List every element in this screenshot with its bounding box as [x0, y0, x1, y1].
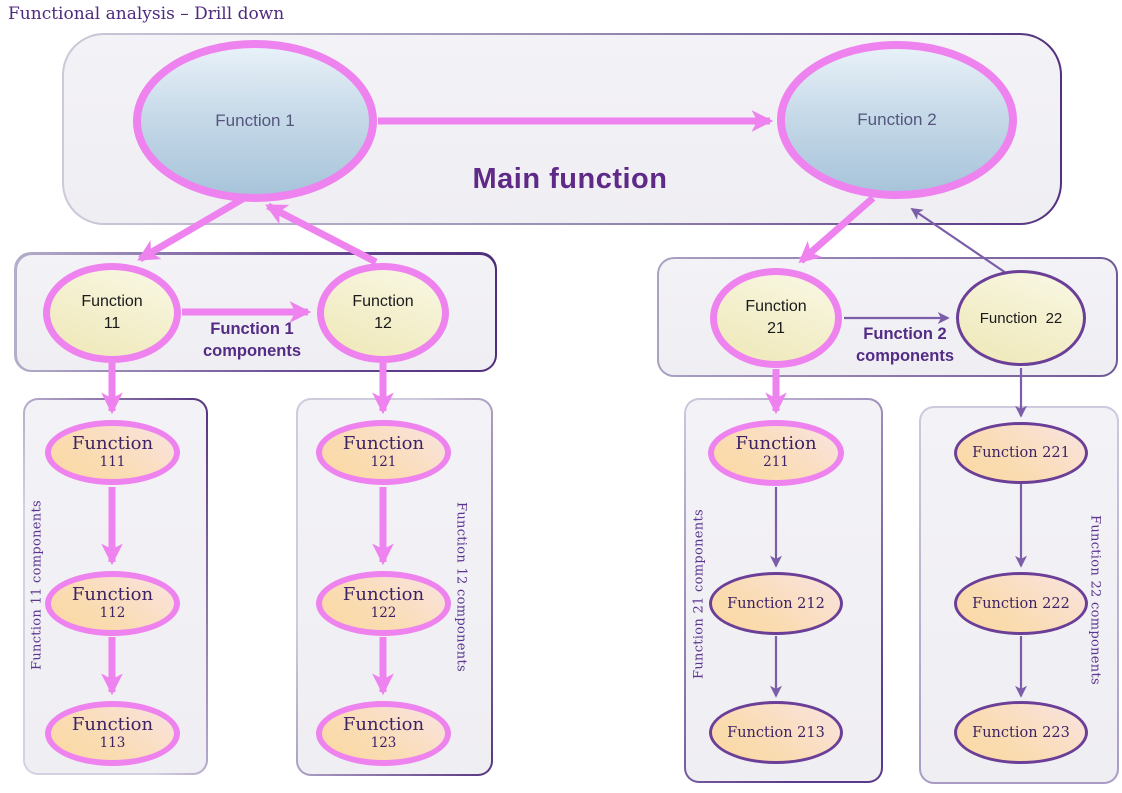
node-function-211-label-line2: 211 — [763, 454, 789, 471]
node-function-123: Function 123 — [316, 701, 451, 766]
node-function-223: Function 223 — [954, 701, 1088, 764]
node-function-211: Function 211 — [708, 420, 844, 486]
node-function-113-label-line2: 113 — [99, 734, 126, 751]
function22-components-side-label: Function 22 components — [1087, 515, 1103, 685]
node-function-221: Function 221 — [954, 422, 1088, 484]
node-function-211-label-line1: Function — [735, 433, 817, 455]
node-function-221-label: Function 221 — [972, 445, 1070, 461]
main-function-label: Main function — [472, 163, 668, 195]
node-function-111-label-line1: Function — [71, 432, 154, 454]
node-function-213: Function 213 — [709, 701, 843, 764]
node-function-121-label-line1: Function — [342, 432, 425, 454]
node-function-12: Function 12 — [317, 263, 449, 363]
function1-components-label-line2: components — [202, 341, 302, 360]
function11-components-side-label: Function 11 components — [29, 500, 45, 670]
arrow-f22-to-f2 — [910, 207, 1007, 274]
function2-components-label: Function 2 components — [810, 324, 1000, 368]
node-function-2-label: Function 2 — [857, 110, 937, 129]
node-function-113-label-line1: Function — [71, 713, 154, 735]
node-function-111: Function 111 — [45, 420, 180, 485]
node-function-21: Function 21 — [710, 268, 842, 368]
node-function-222: Function 222 — [954, 572, 1088, 635]
node-function-112-label-line1: Function — [71, 583, 154, 605]
node-function-121: Function 121 — [316, 420, 451, 485]
function2-components-label-line1: Function 2 — [863, 325, 947, 343]
diagram-title: Functional analysis – Drill down — [8, 4, 285, 24]
node-function-122: Function 122 — [316, 571, 451, 636]
node-function-21-label-line1: Function — [745, 297, 807, 315]
node-function-112-label-line2: 112 — [99, 604, 126, 621]
node-function-123-label-line1: Function — [342, 713, 425, 735]
function12-components-side-label: Function 12 components — [453, 502, 469, 672]
node-function-213-label: Function 213 — [727, 724, 825, 741]
node-function-12-label-line1: Function — [352, 292, 414, 310]
node-function-11: Function 11 — [43, 263, 181, 363]
function21-components-side-label: Function 21 components — [691, 509, 707, 679]
arrow-f12-to-f1 — [265, 202, 378, 266]
node-function-2: Function 2 — [777, 41, 1017, 199]
node-function-212: Function 212 — [709, 572, 843, 635]
node-function-1: Function 1 — [133, 40, 377, 202]
node-function-223-label: Function 223 — [972, 724, 1070, 741]
node-function-112: Function 112 — [45, 571, 180, 636]
node-function-11-label-line1: Function — [81, 292, 143, 310]
function1-components-label-line1: Function 1 — [210, 320, 294, 338]
node-function-222-label: Function 222 — [972, 595, 1070, 612]
node-function-212-label: Function 212 — [727, 595, 825, 612]
node-function-111-label-line2: 111 — [99, 453, 126, 470]
function2-components-label-line2: components — [855, 346, 955, 365]
node-function-122-label-line2: 122 — [370, 604, 397, 621]
node-function-11-label-line2: 11 — [103, 315, 121, 332]
node-function-21-label-line2: 21 — [767, 320, 785, 337]
node-function-1-label: Function 1 — [215, 111, 295, 130]
node-function-113: Function 113 — [45, 701, 180, 766]
arrow-f1-to-f11 — [137, 193, 248, 263]
node-function-12-label-line2: 12 — [374, 315, 392, 332]
node-function-22-label: Function 22 — [979, 309, 1063, 327]
node-function-122-label-line1: Function — [342, 583, 425, 605]
node-function-121-label-line2: 121 — [370, 453, 397, 470]
arrow-f2-to-f21 — [798, 195, 876, 264]
node-function-22: Function 22 — [956, 270, 1086, 366]
function1-components-label: Function 1 components — [157, 319, 347, 363]
node-function-123-label-line2: 123 — [370, 734, 397, 751]
